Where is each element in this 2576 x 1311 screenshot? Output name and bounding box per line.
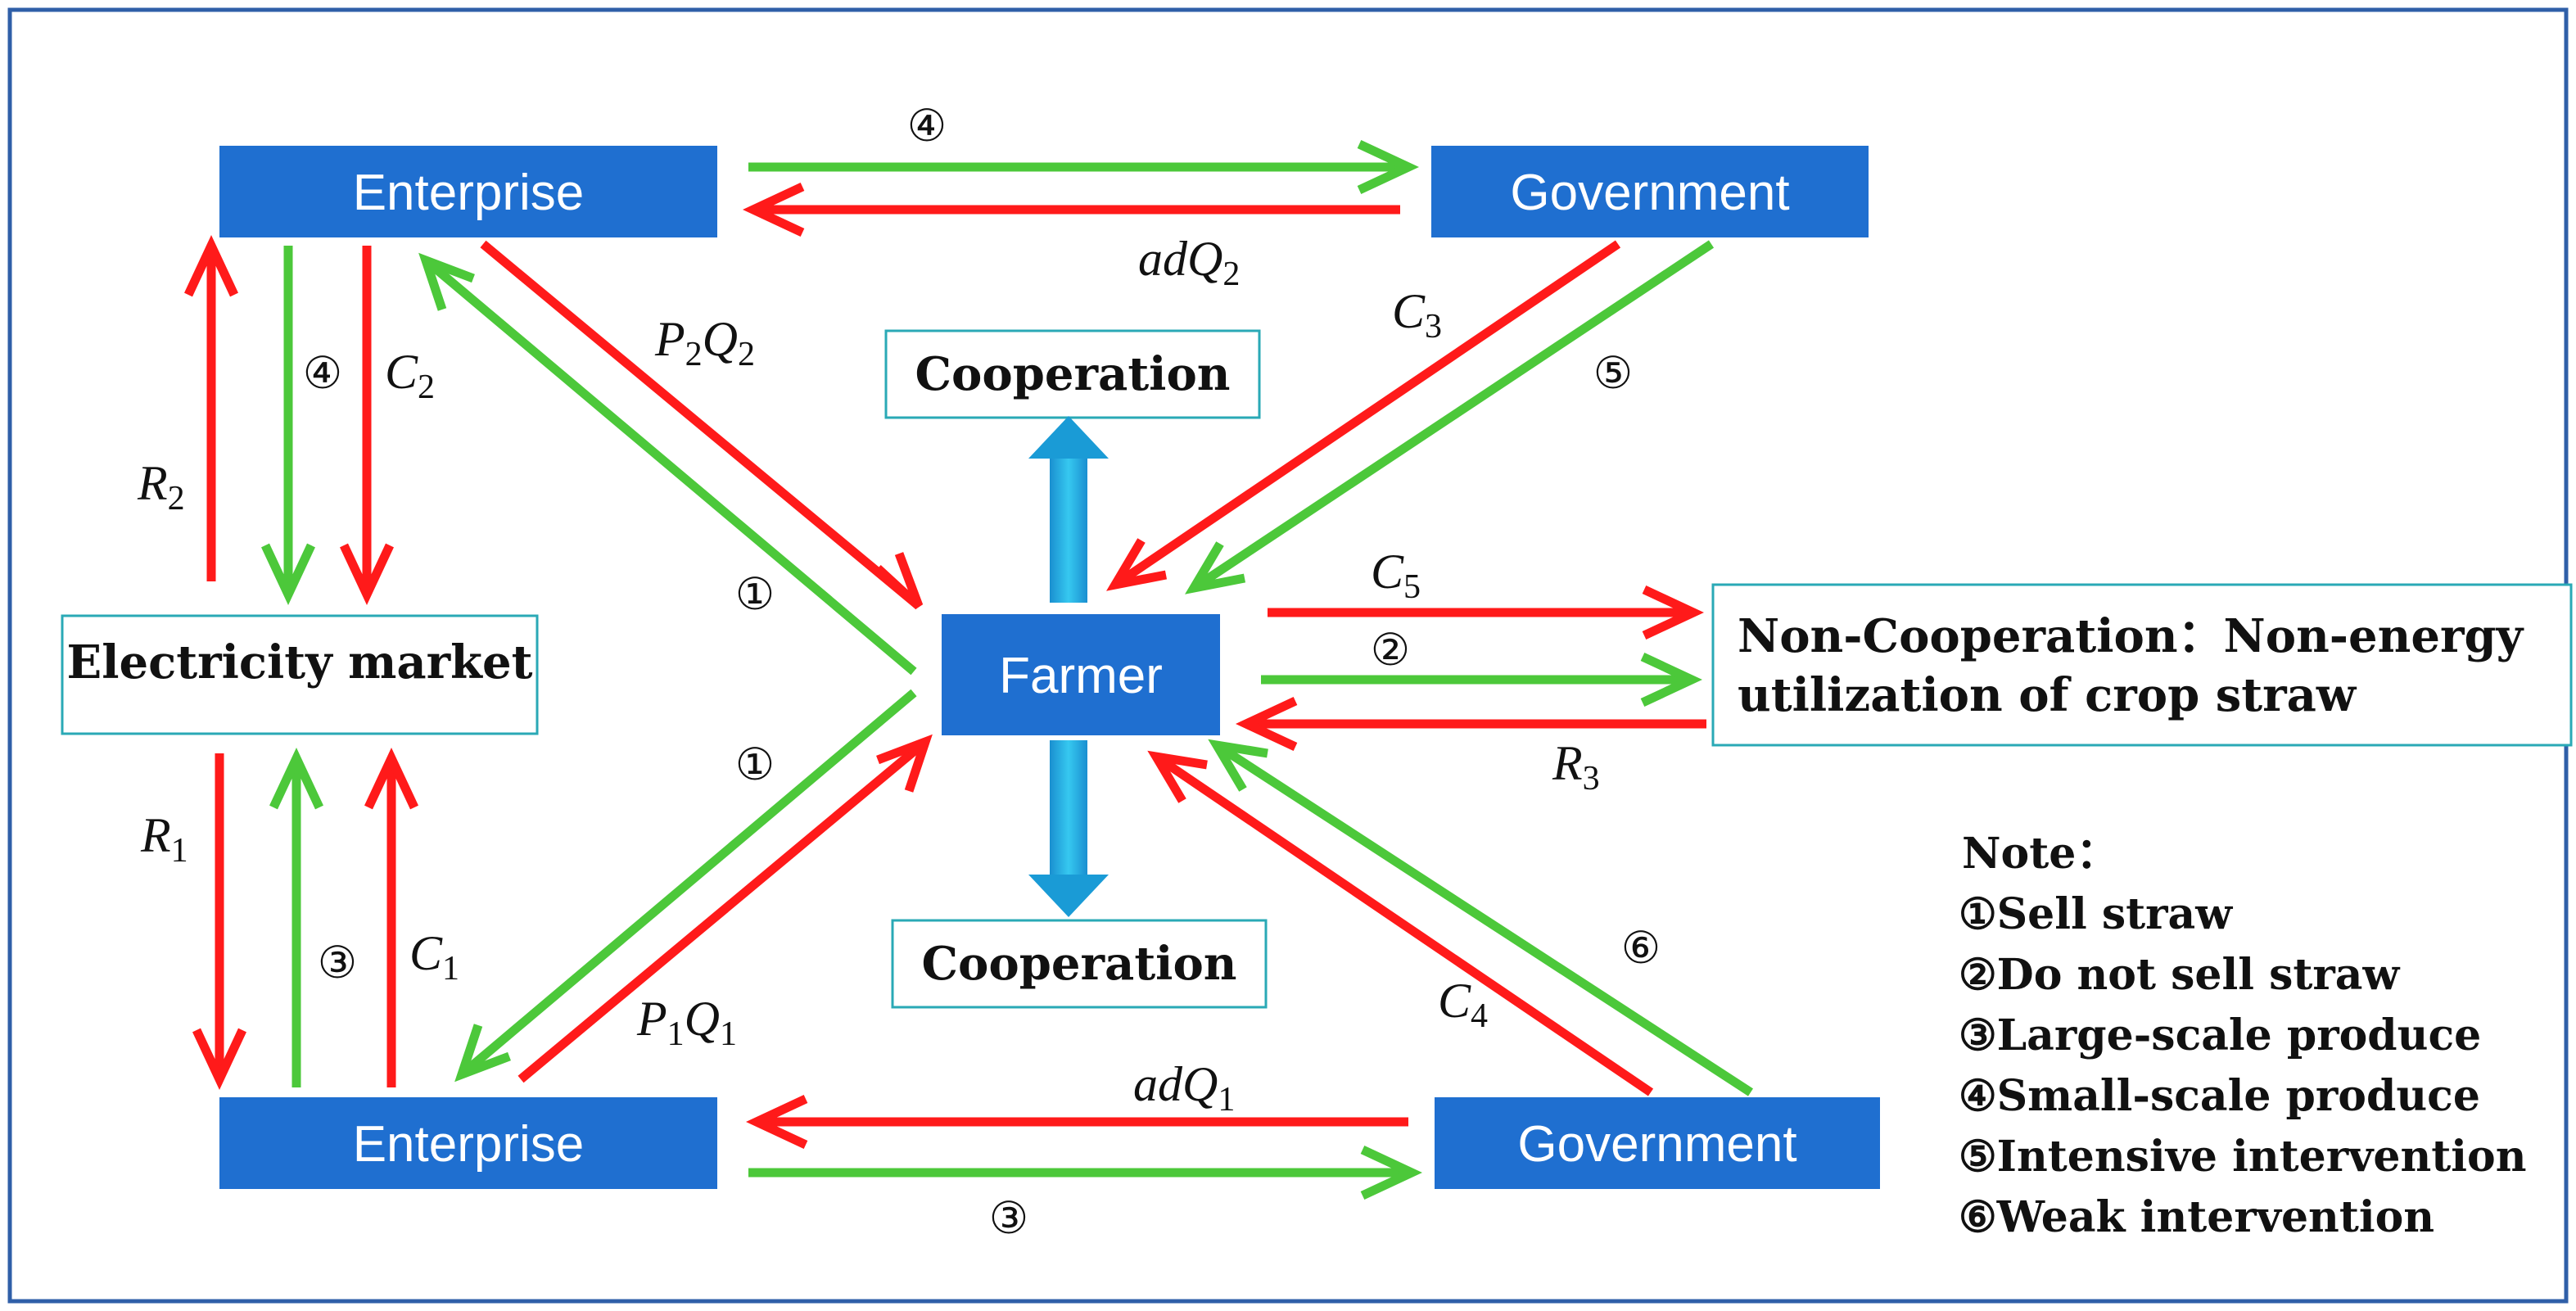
note-item-6: ⑥Weak intervention: [1959, 1192, 2434, 1242]
label-circle1-upper: ①: [735, 568, 775, 620]
arrow-enterprise-to-electricity-C2: [340, 246, 394, 606]
enterprise-top-label: Enterprise: [353, 165, 585, 221]
non-cooperation-label-line1: Non-Cooperation：Non-energy: [1738, 609, 2524, 663]
label-R3: R3: [1552, 736, 1600, 798]
government-top-label: Government: [1510, 165, 1789, 221]
label-P1Q1: P1Q1: [636, 992, 737, 1053]
government-bottom-node: Government: [1435, 1097, 1880, 1189]
enterprise-bottom-label: Enterprise: [353, 1116, 585, 1173]
non-cooperation-label-line2: utilization of crop straw: [1738, 668, 2357, 722]
enterprise-top-node: Enterprise: [219, 146, 717, 237]
note-item-4: ④Small-scale produce: [1959, 1071, 2480, 1121]
arrow-enterprise-to-electricity-C1: [364, 747, 418, 1087]
arrow-noncoop-to-farmer-R3: [1235, 697, 1706, 751]
label-R2: R2: [137, 456, 185, 518]
cooperation-bottom-box: Cooperation: [891, 919, 1268, 1009]
arrow-government-to-enterprise-adQ1: [745, 1095, 1408, 1149]
electricity-market-box: Electricity market: [61, 614, 539, 735]
note-item-5: ⑤Intensive intervention: [1959, 1132, 2527, 1182]
note-item-1: ①Sell straw: [1959, 889, 2233, 939]
arrow-enterprise-to-government-green3: [748, 1146, 1423, 1200]
arrow-enterprise-to-farmer-P2Q2: [480, 240, 924, 610]
label-circle4-top: ④: [907, 100, 947, 151]
label-circle3-bottom: ③: [989, 1192, 1028, 1244]
electricity-market-label: Electricity market: [67, 635, 533, 689]
non-cooperation-box: Non-Cooperation：Non-energy utilization o…: [1711, 583, 2573, 747]
note-legend: Note： ①Sell straw ②Do not sell straw ③La…: [1959, 829, 2527, 1242]
label-C1: C1: [409, 926, 459, 988]
arrow-government-to-farmer-green5: [1185, 240, 1715, 594]
arrow-electricity-to-enterprise-R2: [184, 234, 238, 581]
cooperation-bottom-label: Cooperation: [921, 937, 1236, 991]
farmer-label: Farmer: [999, 648, 1163, 704]
enterprise-bottom-node: Enterprise: [219, 1097, 717, 1189]
label-circle2: ②: [1371, 624, 1410, 676]
arrow-electricity-to-enterprise-R1: [192, 753, 246, 1091]
cooperation-up-arrow: [1028, 416, 1109, 603]
label-C2: C2: [385, 345, 435, 406]
arrow-government-to-farmer-C4: [1147, 750, 1654, 1096]
arrow-enterprise-to-electricity-green4: [261, 246, 315, 606]
government-top-node: Government: [1431, 146, 1869, 237]
note-title: Note：: [1962, 829, 2118, 879]
arrow-farmer-to-noncoop-green2: [1261, 653, 1703, 707]
label-circle5: ⑤: [1593, 347, 1633, 399]
label-C5: C5: [1371, 545, 1421, 606]
government-bottom-label: Government: [1517, 1116, 1796, 1173]
arrow-government-to-farmer-C3: [1106, 240, 1621, 591]
label-C4: C4: [1438, 974, 1488, 1035]
note-item-2: ②Do not sell straw: [1959, 950, 2400, 1000]
arrow-enterprise-to-farmer-P1Q1: [517, 734, 933, 1083]
label-circle4-left: ④: [303, 347, 342, 399]
note-item-3: ③Large-scale produce: [1959, 1010, 2481, 1060]
label-C3: C3: [1392, 284, 1442, 346]
farmer-node: Farmer: [942, 614, 1220, 735]
arrow-government-to-farmer-green6: [1208, 739, 1753, 1096]
arrow-government-to-enterprise-red: [742, 183, 1400, 237]
label-adQ1: adQ1: [1133, 1057, 1235, 1119]
cooperation-top-box: Cooperation: [884, 329, 1261, 419]
label-R1: R1: [140, 808, 188, 870]
label-P2Q2: P2Q2: [654, 312, 755, 373]
arrow-enterprise-to-government-green: [748, 140, 1420, 194]
arrow-farmer-to-enterprise-green1: [418, 252, 917, 676]
label-circle6: ⑥: [1621, 922, 1661, 974]
label-circle3-left: ③: [318, 937, 357, 988]
arrow-farmer-to-noncoop-C5: [1268, 585, 1705, 640]
cooperation-top-label: Cooperation: [915, 347, 1230, 401]
label-adQ2: adQ2: [1138, 232, 1240, 293]
arrow-enterprise-to-electricity-green3: [269, 747, 323, 1087]
cooperation-down-arrow: [1028, 740, 1109, 917]
arrow-farmer-to-enterprise-bottom-green1: [454, 689, 917, 1083]
label-circle1-lower: ①: [735, 739, 775, 790]
